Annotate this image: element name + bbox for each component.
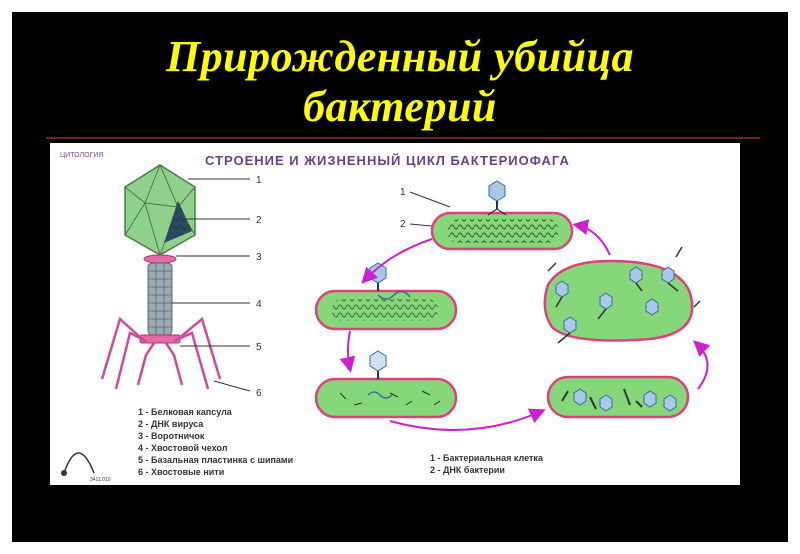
replicating-dna [339,390,441,406]
cycle-number-2: 2 [400,219,406,230]
phage-legend-5: 5 - Базальная пластинка с шипами [138,455,293,465]
phage-legend: 1 - Белковая капсула 2 - ДНК вируса 3 - … [138,407,293,477]
cycle-legend-1: 1 - Бактериальная клетка [430,453,544,463]
phage-number-3: 3 [256,252,262,263]
slide-title: Прирожденный убийца бактерий [0,32,800,132]
cycle-legend: 1 - Бактериальная клетка 2 - ДНК бактери… [430,453,544,475]
phage-attached-1 [487,180,507,216]
cycle-number-1: 1 [400,187,406,198]
title-divider [46,137,760,139]
released-phages [555,266,675,334]
phage-legend-1: 1 - Белковая капсула [138,407,233,417]
assembled-phages [573,388,677,412]
title-line-2: бактерий [303,82,497,131]
phage-number-4: 4 [256,299,262,310]
poster-illustration: ЦИТОЛОГИЯ СТРОЕНИЕ И ЖИЗНЕННЫЙ ЦИКЛ БАКТ… [60,152,711,483]
bacterial-cell-lysis [543,259,694,342]
life-cycle-diagram: 1 2 [314,180,711,431]
cycle-arrows [339,219,711,431]
poster-heading: СТРОЕНИЕ И ЖИЗНЕННЫЙ ЦИКЛ БАКТЕРИОФАГА [205,153,570,168]
tail-fibers [100,316,222,390]
bacterial-cell-stage-4 [546,375,690,419]
collar [143,254,177,264]
phage-diagram: 1 2 3 4 5 6 [100,164,262,399]
corner-label: ЦИТОЛОГИЯ [60,152,103,159]
tail-sheath [147,262,173,336]
phage-number-2: 2 [256,215,262,226]
protein-capsule [124,164,196,256]
phage-number-1: 1 [256,175,262,186]
phage-legend-4: 4 - Хвостовой чехол [138,443,228,453]
phage-legend-2: 2 - ДНК вируса [138,419,204,429]
title-line-1: Прирожденный убийца [165,32,635,81]
cycle-legend-2: 2 - ДНК бактерии [430,465,505,475]
bacteriophage-poster: ЦИТОЛОГИЯ СТРОЕНИЕ И ЖИЗНЕННЫЙ ЦИКЛ БАКТ… [50,143,740,485]
phage-legend-6: 6 - Хвостовые нити [138,467,224,477]
footer-code: 3411.010 [90,477,111,483]
bacterial-dna [448,219,558,243]
phage-empty-shell [369,350,387,379]
phage-legend-3: 3 - Воротничок [138,431,205,441]
base-plate [139,334,181,344]
publisher-logo: 3411.010 [61,452,111,483]
phage-number-6: 6 [256,388,262,399]
phage-number-5: 5 [256,342,262,353]
